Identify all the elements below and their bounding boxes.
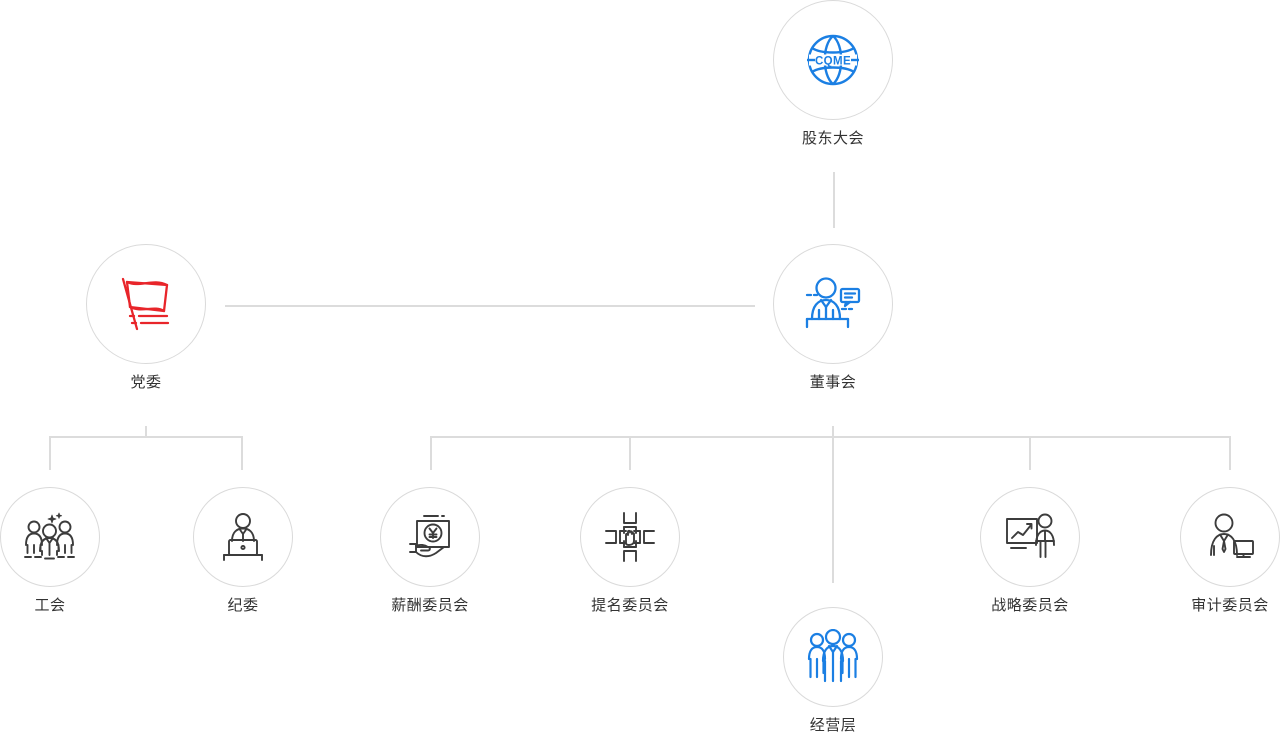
node-label-audit-committee: 审计委员会 [1191,597,1269,614]
node-label-discipline-committee: 纪委 [227,597,259,614]
node-label-party-committee: 党委 [130,374,162,391]
connector-party-to-board [225,305,755,307]
shareholders-circle: CQME [773,0,893,120]
connector-drop-audit [1229,436,1231,470]
node-label-compensation-committee: 薪酬委员会 [391,597,469,614]
nomination-circle [580,487,680,587]
node-label-shareholders-meeting: 股东大会 [801,130,864,147]
person-laptop-icon [215,511,271,563]
node-label-labor-union: 工会 [34,597,66,614]
connector-shareholders-to-board [833,172,835,228]
speaker-podium-icon [802,275,864,333]
connector-board-bus [430,436,1230,438]
node-audit-committee[interactable]: 审计委员会 [1180,487,1280,615]
connector-party-bus [49,436,243,438]
node-shareholders-meeting[interactable]: CQME 股东大会 [773,0,893,148]
node-nomination-committee[interactable]: 提名委员会 [580,487,680,615]
party-committee-circle [86,244,206,364]
connector-drop-compensation [430,436,432,470]
hands-converge-icon [604,511,656,563]
discipline-circle [193,487,293,587]
connector-drop-nomination [629,436,631,470]
globe-cqme-icon: CQME [802,29,864,91]
node-label-nomination-committee: 提名委员会 [591,597,669,614]
compensation-circle [380,487,480,587]
node-compensation-committee[interactable]: 薪酬委员会 [380,487,480,615]
node-label-management-layer: 经营层 [809,717,857,734]
audit-circle [1180,487,1280,587]
node-labor-union[interactable]: 工会 [0,487,100,615]
node-party-committee[interactable]: 党委 [86,244,206,392]
connector-board-to-management [832,436,834,583]
node-strategy-committee[interactable]: 战略委员会 [980,487,1080,615]
labor-union-circle [0,487,100,587]
node-board-of-directors[interactable]: 董事会 [773,244,893,392]
connector-board-stem [832,426,834,438]
cqme-logo-text: CQME [815,55,851,67]
people-group-icon [22,511,78,563]
board-circle [773,244,893,364]
connector-party-stem [145,426,147,438]
connector-drop-labor-union [49,436,51,470]
connector-drop-strategy [1029,436,1031,470]
person-monitor-icon [1203,511,1257,563]
node-label-strategy-committee: 战略委员会 [991,597,1069,614]
node-discipline-committee[interactable]: 纪委 [193,487,293,615]
node-label-board-of-directors: 董事会 [809,374,857,391]
connector-drop-discipline [241,436,243,470]
strategy-circle [980,487,1080,587]
hand-yen-board-icon [402,511,458,563]
management-circle [783,607,883,707]
node-management-layer[interactable]: 经营层 [783,607,883,735]
presentation-chart-icon [1002,511,1058,563]
party-flag-icon [115,275,177,333]
three-people-icon [804,629,862,685]
